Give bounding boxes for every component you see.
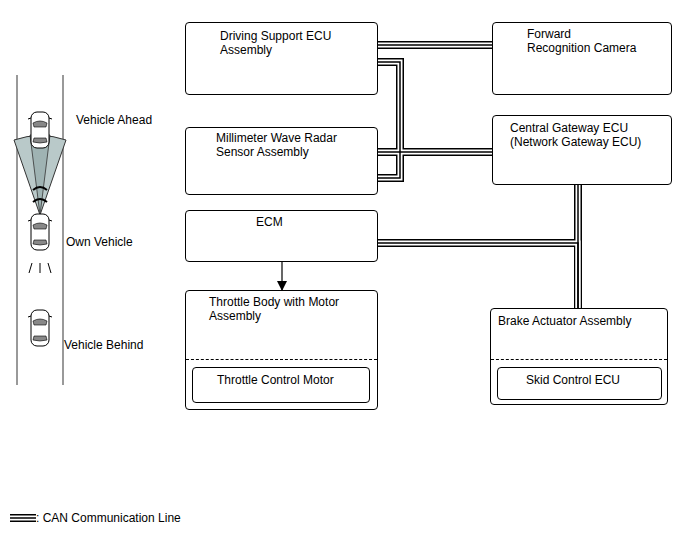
motion-marks xyxy=(29,263,51,273)
box-label: Millimeter Wave Radar Sensor Assembly xyxy=(216,131,366,160)
box-label: Throttle Control Motor xyxy=(217,373,365,387)
ecm-box: ECM xyxy=(185,210,378,262)
vehicle-label: Vehicle Ahead xyxy=(76,113,152,127)
car xyxy=(28,112,52,148)
can-line-stripe xyxy=(378,243,578,308)
can-line xyxy=(378,62,400,178)
box-label: Throttle Body with Motor Assembly xyxy=(209,295,364,324)
box-label: Driving Support ECU Assembly xyxy=(220,29,345,58)
car xyxy=(28,310,52,346)
ecu-box: Driving Support ECU Assembly xyxy=(185,22,378,95)
signal-arrow xyxy=(281,262,282,290)
sensor-box: Millimeter Wave Radar Sensor Assembly xyxy=(185,127,378,195)
legend-row: : CAN Communication Line xyxy=(10,511,181,525)
assembly-box: Throttle Body with Motor AssemblyThrottl… xyxy=(185,290,378,410)
can-line xyxy=(378,148,492,156)
component-box: Skid Control ECU xyxy=(497,367,662,400)
can-line xyxy=(378,243,578,308)
assembly-box: Brake Actuator AssemblySkid Control ECU xyxy=(490,308,668,405)
can-line-stripe xyxy=(378,62,400,178)
can-line-stripe xyxy=(378,151,492,153)
box-label: ECM xyxy=(256,215,366,229)
car xyxy=(28,214,52,250)
vehicle-label: Own Vehicle xyxy=(66,235,133,249)
road-edge xyxy=(16,75,17,385)
gateway-box: Central Gateway ECU (Network Gateway ECU… xyxy=(492,115,672,185)
can-line-stripe xyxy=(378,44,492,46)
dashed-divider xyxy=(186,359,377,360)
vehicle-label: Vehicle Behind xyxy=(64,338,143,352)
road-edge xyxy=(62,75,63,385)
box-label: Skid Control ECU xyxy=(526,373,657,387)
can-line-stripe xyxy=(378,243,578,308)
radar-wave xyxy=(33,199,47,202)
legend-sample xyxy=(10,512,36,524)
can-line-stripe xyxy=(378,43,492,48)
camera-box: Forward Recognition Camera xyxy=(492,22,672,95)
can-line-stripe xyxy=(378,62,400,178)
legend-text: : CAN Communication Line xyxy=(36,511,181,525)
can-line-stripe xyxy=(378,150,492,155)
box-label: Brake Actuator Assembly xyxy=(498,314,663,328)
box-label: Forward Recognition Camera xyxy=(527,27,637,56)
can-line xyxy=(378,41,492,49)
box-label: Central Gateway ECU (Network Gateway ECU… xyxy=(510,121,665,150)
radar-wave xyxy=(33,187,47,190)
component-box: Throttle Control Motor xyxy=(192,367,370,403)
dashed-divider xyxy=(491,359,667,360)
